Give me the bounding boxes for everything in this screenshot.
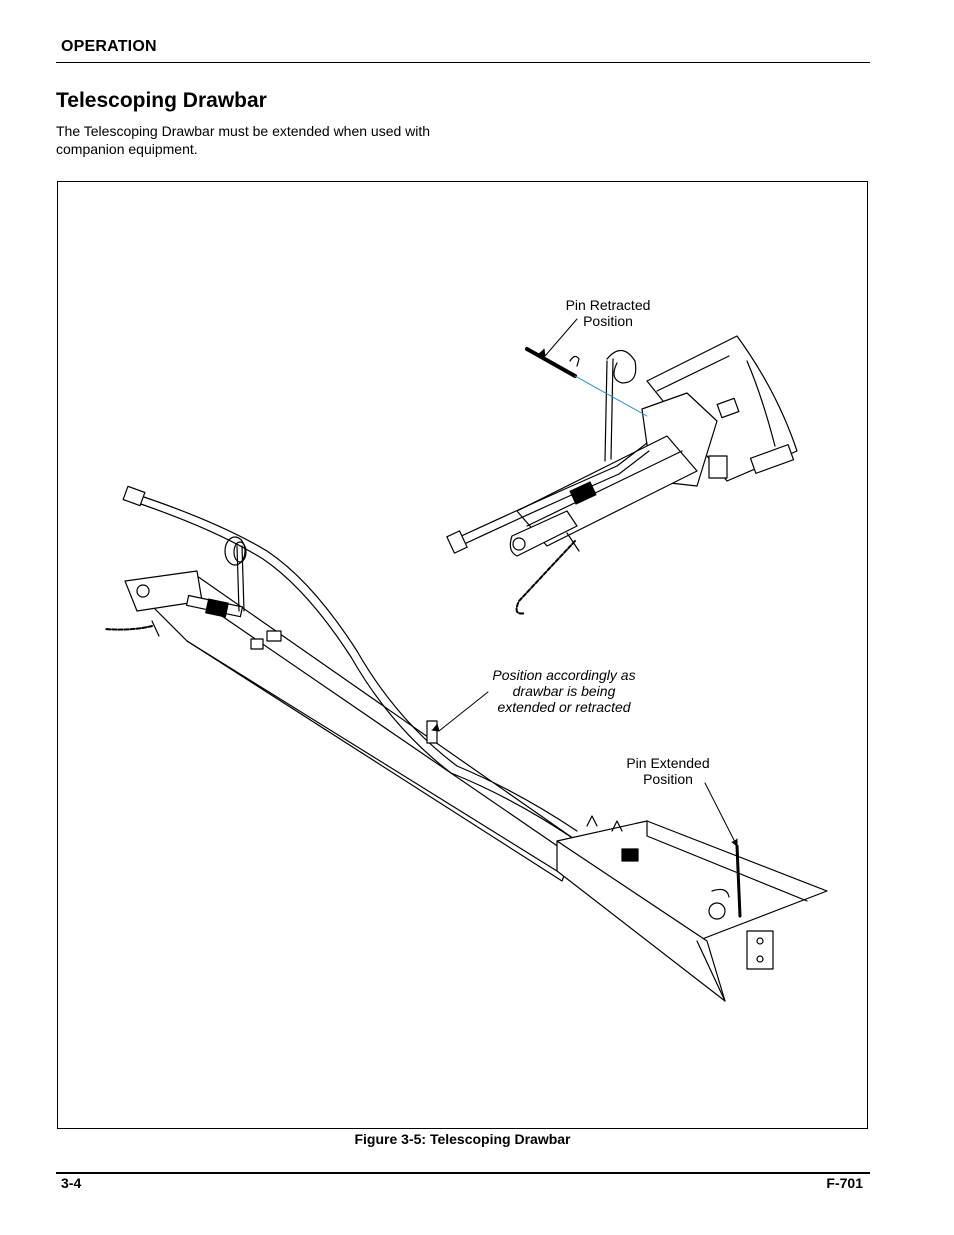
pin-retracted-callout: Pin Retracted Position — [565, 297, 651, 329]
footer-rule — [56, 1172, 870, 1174]
position-accordingly-callout: Position accordingly as drawbar is being… — [492, 667, 636, 715]
extended-drawbar-drawing — [104, 485, 828, 1002]
figure-frame — [57, 181, 868, 1129]
document-id: F-701 — [826, 1175, 863, 1191]
header-rule — [56, 62, 870, 63]
retracted-drawbar-drawing — [446, 335, 798, 615]
section-header: OPERATION — [61, 38, 157, 55]
figure-caption: Figure 3-5: Telescoping Drawbar — [354, 1131, 571, 1147]
callout-leaders — [431, 318, 738, 847]
drawbar-illustration — [104, 318, 828, 1002]
page-title: Telescoping Drawbar — [56, 89, 267, 112]
pin-extended-callout: Pin Extended Position — [626, 755, 710, 787]
page-number: 3-4 — [61, 1175, 82, 1191]
intro-paragraph: The Telescoping Drawbar must be extended… — [56, 123, 431, 157]
